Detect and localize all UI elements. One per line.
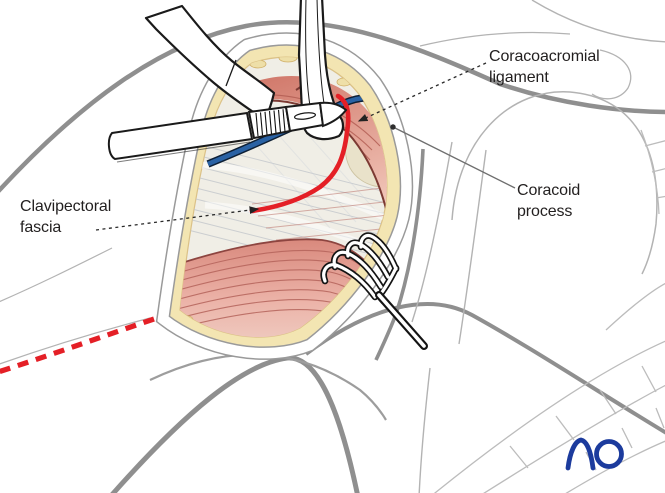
label-coracoid-process: Coracoid process (517, 182, 581, 220)
rib-lines (433, 129, 665, 493)
leader-coracoid (394, 127, 516, 189)
leader-lines (95, 62, 516, 231)
rake-handle (375, 291, 428, 350)
skin-incision-dashed-line (0, 316, 155, 375)
leader-coracoid-dot (390, 124, 396, 130)
retractor-top-left (144, 4, 276, 122)
leader-clavipectoral (95, 206, 260, 231)
cephalic-vein (206, 93, 387, 168)
ao-logo-letter-o (594, 439, 624, 469)
scalpel (107, 101, 348, 163)
ao-logo-letter-a (565, 437, 596, 471)
label-clavipectoral-fascia: Clavipectoral fascia (20, 198, 112, 236)
ao-logo (565, 437, 624, 471)
fascia-incision-line (249, 93, 351, 214)
label-coracoacromial-ligament: Coracoacromial ligament (489, 48, 600, 86)
rake-retractor (320, 232, 428, 350)
scalpel-blade (318, 101, 348, 128)
